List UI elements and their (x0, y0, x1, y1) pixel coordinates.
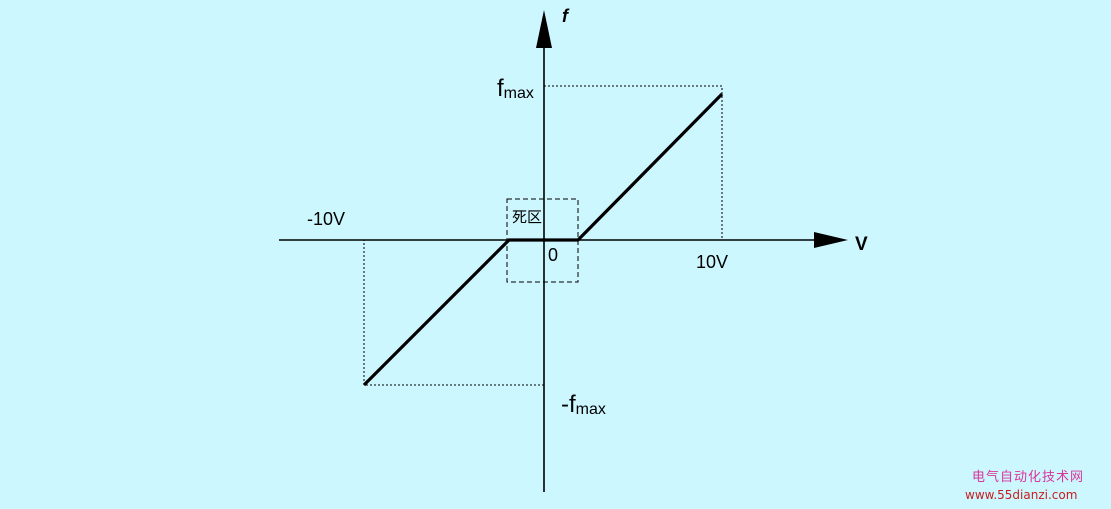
watermark-url: www.55dianzi.com (965, 488, 1078, 502)
fmax-label-base: f (497, 75, 504, 102)
pos-10v-label: 10V (696, 252, 728, 272)
fmax-guide-lines (544, 85, 723, 240)
watermark-site-name: 电气自动化技术网 (972, 470, 1085, 485)
neg-10v-label: -10V (307, 209, 345, 229)
y-axis-arrow (536, 10, 552, 48)
y-axis-label: f (562, 6, 570, 26)
origin-label: 0 (548, 245, 558, 265)
neg-fmax-label-sub: max (576, 401, 606, 418)
dead-zone-label: 死区 (512, 209, 542, 226)
neg-fmax-label-base: -f (561, 391, 576, 418)
characteristic-curve (362, 92, 724, 387)
neg-fmax-label: -fmax (561, 391, 606, 418)
neg-fmax-guide-lines (363, 240, 544, 386)
x-axis-label: V (855, 234, 868, 255)
fmax-label: fmax (497, 75, 534, 102)
fmax-label-sub: max (504, 85, 534, 102)
x-axis-arrow (814, 232, 848, 248)
